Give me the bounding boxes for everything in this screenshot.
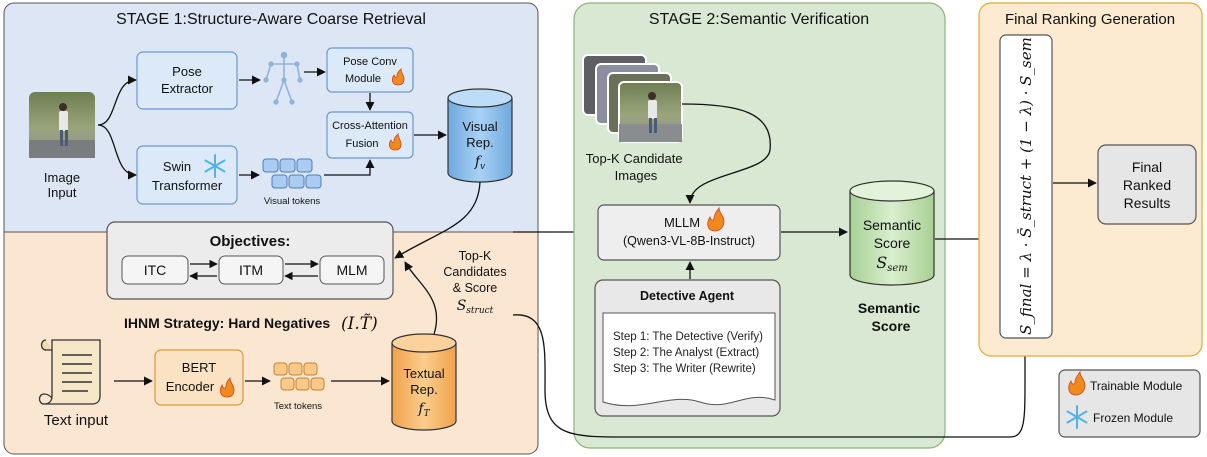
mllm-box: MLLM (Qwen3-VL-8B-Instruct) xyxy=(597,204,781,261)
cross-attention-box: Cross-Attention Fusion xyxy=(326,111,414,159)
fire-icon xyxy=(1068,370,1086,396)
itm-label: ITM xyxy=(239,262,263,278)
svg-text:Cross-Attention: Cross-Attention xyxy=(332,120,408,132)
semantic-score-cylinder: Semantic Score Ssem xyxy=(849,180,935,286)
swin-transformer-box: Swin Transformer xyxy=(136,145,238,205)
textual-rep-cylinder: Textual Rep. fT xyxy=(391,333,457,431)
svg-text:(Qwen3-VL-8B-Instruct): (Qwen3-VL-8B-Instruct) xyxy=(623,234,755,248)
fire-icon xyxy=(391,68,405,86)
mlm-label: MLM xyxy=(336,262,367,278)
visual-tokens-icon xyxy=(262,158,322,189)
svg-text:Detective Agent: Detective Agent xyxy=(640,289,735,303)
final-results-box: Final Ranked Results xyxy=(1097,144,1197,225)
svg-text:Transformer: Transformer xyxy=(152,178,223,193)
svg-text:Rep.: Rep. xyxy=(410,382,437,397)
stage1-title: STAGE 1:Structure-Aware Coarse Retrieval xyxy=(116,11,426,28)
text-tokens-icon xyxy=(273,362,325,391)
scroll-icon xyxy=(38,339,101,405)
snowflake-icon xyxy=(1066,405,1088,429)
pose-extractor-box: Pose Extractor xyxy=(136,51,238,110)
agent-step-3: Step 3: The Writer (Rewrite) xyxy=(613,363,756,375)
final-formula: S_final = λ · S̄_struct + (1 − λ) · S_se… xyxy=(1017,37,1035,335)
pose-skeleton-icon xyxy=(263,51,303,105)
svg-text:Fusion: Fusion xyxy=(345,138,378,150)
snowflake-icon xyxy=(204,154,226,178)
svg-text:MLLM: MLLM xyxy=(664,215,700,230)
final-formula-box: S_final = λ · S̄_struct + (1 − λ) · S_se… xyxy=(999,34,1053,339)
text-tokens-label: Text tokens xyxy=(274,401,322,412)
svg-text:fv: fv xyxy=(474,154,485,172)
svg-text:Swin: Swin xyxy=(163,159,191,174)
stage3-title: Final Ranking Generation xyxy=(1005,11,1175,28)
itc-label: ITC xyxy=(144,262,167,278)
svg-text:Top-K: Top-K xyxy=(459,249,492,263)
svg-text:Rep.: Rep. xyxy=(466,135,493,150)
candidate-images-label: Top-K Candidate Images xyxy=(586,151,686,183)
svg-text:Encoder: Encoder xyxy=(166,379,215,394)
fire-icon xyxy=(707,206,725,232)
svg-text:& Score: & Score xyxy=(453,281,498,295)
fire-icon xyxy=(220,377,235,398)
text-input-label: Text input xyxy=(44,412,109,429)
svg-text:Final: Final xyxy=(1132,159,1162,175)
detective-agent-box: Detective Agent Step 1: The Detective (V… xyxy=(594,279,781,417)
svg-text:Pose Conv: Pose Conv xyxy=(343,56,397,68)
objectives-box: Objectives: ITC ITM MLM xyxy=(106,221,394,300)
bert-encoder-box: BERT Encoder xyxy=(154,349,244,406)
topk-candidates-label: Top-K Candidates & Score Sstruct xyxy=(443,249,506,316)
svg-text:Visual: Visual xyxy=(462,119,497,134)
svg-text:Pose: Pose xyxy=(172,64,202,79)
semantic-score-caption: Semantic Score xyxy=(858,300,924,334)
ihnm-title: IHNM Strategy: Hard Negatives xyxy=(124,315,330,331)
svg-text:Results: Results xyxy=(1124,195,1171,211)
svg-text:BERT: BERT xyxy=(182,360,216,375)
svg-text:Extractor: Extractor xyxy=(161,81,214,96)
visual-tokens-label: Visual tokens xyxy=(264,196,321,207)
legend-frozen: Frozen Module xyxy=(1093,411,1173,425)
agent-step-2: Step 2: The Analyst (Extract) xyxy=(613,347,759,359)
svg-text:Candidates: Candidates xyxy=(443,265,506,279)
svg-text:Module: Module xyxy=(345,73,381,85)
fire-icon xyxy=(388,133,402,151)
image-input-photo xyxy=(29,92,95,158)
svg-text:Textual: Textual xyxy=(403,366,444,381)
svg-text:Ranked: Ranked xyxy=(1123,177,1171,193)
candidate-images-stack xyxy=(582,54,683,143)
pose-conv-box: Pose Conv Module xyxy=(326,47,414,93)
stage2-title: STAGE 2:Semantic Verification xyxy=(649,11,869,28)
svg-text:Semantic: Semantic xyxy=(863,217,921,233)
objectives-title: Objectives: xyxy=(210,233,291,250)
legend-box: Trainable Module Frozen Module xyxy=(1058,369,1201,438)
legend-trainable: Trainable Module xyxy=(1090,379,1183,393)
svg-text:Score: Score xyxy=(874,235,911,251)
visual-rep-cylinder: Visual Rep. fv xyxy=(447,88,513,183)
agent-step-1: Step 1: The Detective (Verify) xyxy=(613,331,763,343)
ihnm-formula: (I.T̃) xyxy=(341,314,378,334)
